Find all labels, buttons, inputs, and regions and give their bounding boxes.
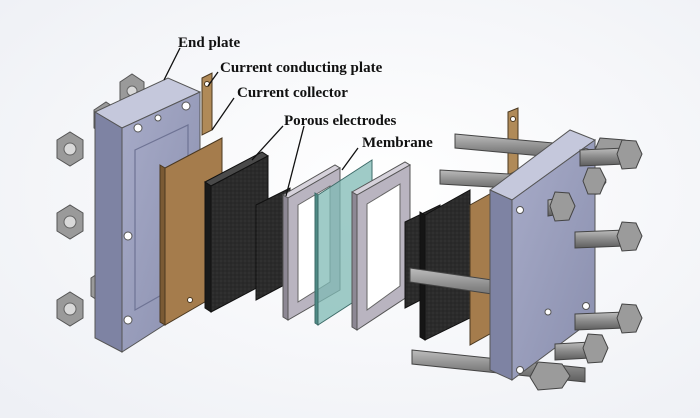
leader-end-plate bbox=[163, 47, 181, 81]
nut-icon bbox=[56, 291, 84, 327]
bolt-icon bbox=[582, 167, 607, 195]
label-porous-electrodes: Porous electrodes bbox=[284, 113, 397, 129]
leader-current-conducting-plate bbox=[207, 71, 219, 87]
label-current-collector: Current collector bbox=[237, 85, 348, 101]
right-end-plate bbox=[489, 129, 597, 381]
bolt-icon bbox=[547, 191, 576, 222]
right-gasket-frame bbox=[351, 161, 411, 331]
tie-rods-front bbox=[547, 139, 643, 364]
bolt-icon bbox=[574, 221, 643, 252]
leader-current-collector bbox=[211, 97, 235, 131]
label-current-conducting-plate: Current conducting plate bbox=[220, 60, 383, 76]
nut-icon bbox=[56, 204, 84, 240]
bolt-icon bbox=[579, 139, 643, 170]
label-membrane: Membrane bbox=[362, 135, 433, 151]
nut-icon bbox=[56, 131, 84, 167]
bolt-icon bbox=[554, 333, 609, 364]
bolt-icon bbox=[574, 303, 643, 334]
leader-porous-electrodes-2 bbox=[285, 125, 305, 197]
leader-membrane bbox=[341, 147, 359, 171]
left-current-collector bbox=[204, 151, 269, 313]
label-end-plate: End plate bbox=[178, 35, 241, 51]
leader-lines bbox=[163, 47, 359, 197]
leader-porous-electrodes bbox=[251, 125, 284, 161]
